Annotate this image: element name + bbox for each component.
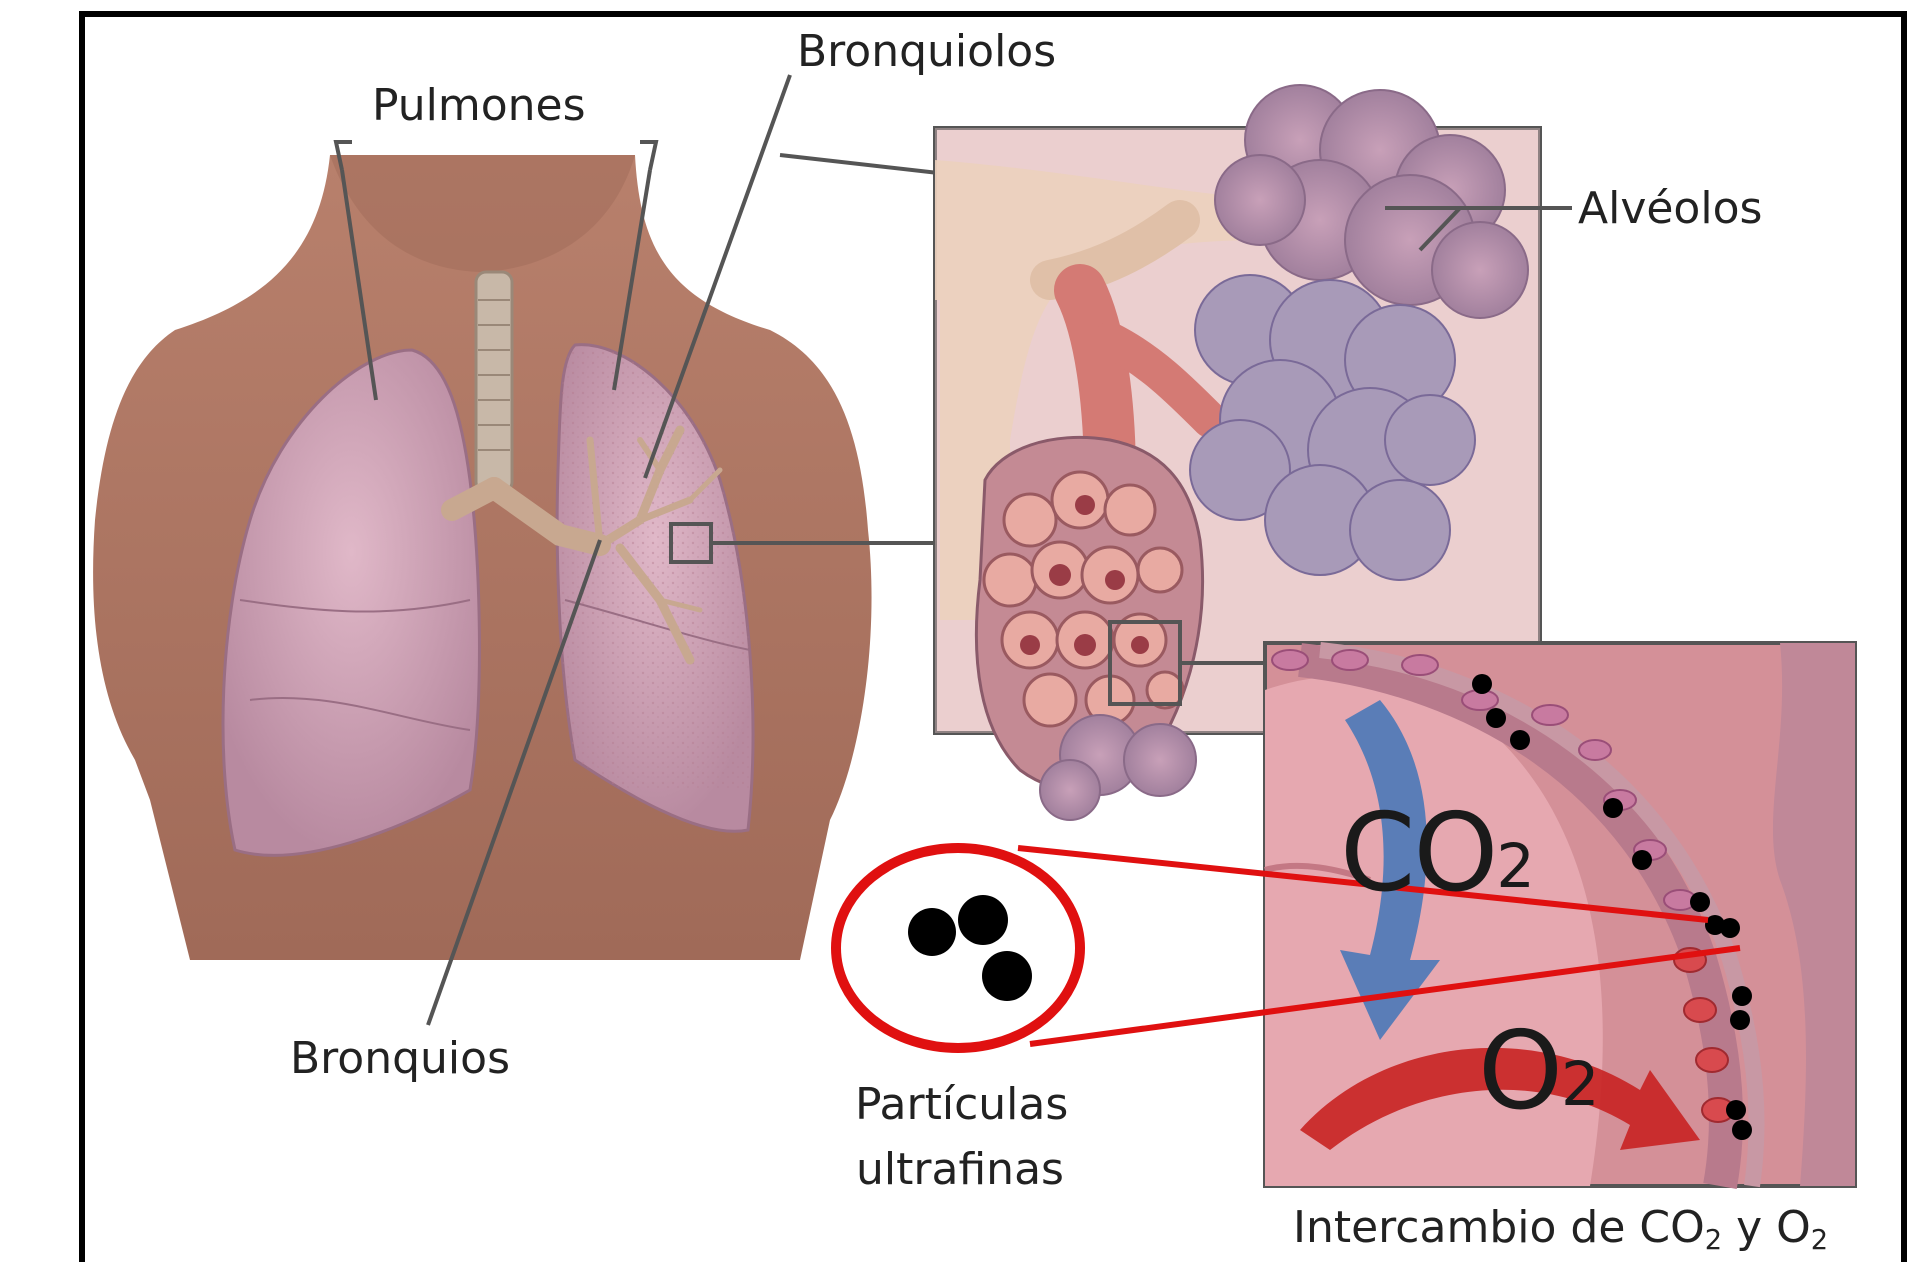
label-o2: O2 <box>1478 1018 1598 1126</box>
particle-zoom-circle <box>836 848 1080 1048</box>
co2-sub: 2 <box>1496 832 1532 902</box>
label-bronquios: Bronquios <box>290 1031 510 1086</box>
label-particulas-line2: ultrafinas <box>855 1142 1065 1197</box>
o2-sub: 2 <box>1561 1050 1597 1120</box>
label-alveolos: Alvéolos <box>1578 181 1762 236</box>
torso-illustration <box>93 155 871 960</box>
intercambio-sub-o2: 2 <box>1811 1225 1828 1256</box>
intercambio-sub-co2: 2 <box>1705 1225 1722 1256</box>
label-bronquiolos: Bronquiolos <box>797 24 1056 79</box>
co2-base: CO <box>1340 791 1496 916</box>
label-pulmones: Pulmones <box>372 78 586 133</box>
o2-base: O <box>1478 1009 1561 1134</box>
label-particulas: Partículas ultrafinas <box>855 1077 1065 1197</box>
label-particulas-line1: Partículas <box>855 1077 1065 1132</box>
intercambio-middle: y O <box>1722 1202 1811 1253</box>
label-co2: CO2 <box>1340 800 1533 908</box>
label-intercambio: Intercambio de CO2 y O2 <box>1293 1200 1828 1255</box>
trachea <box>476 272 512 492</box>
intercambio-prefix: Intercambio de CO <box>1293 1202 1705 1253</box>
